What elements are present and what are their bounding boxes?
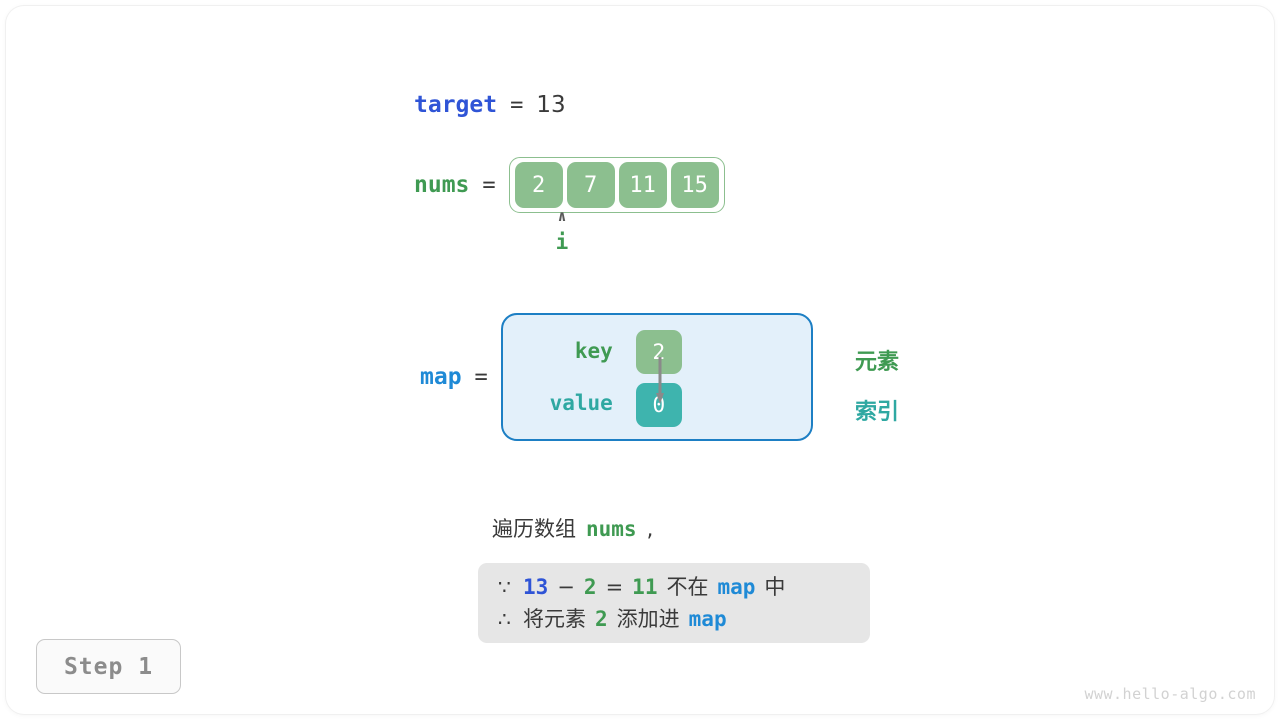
note-map-word: map <box>688 607 727 631</box>
target-row: target = 13 <box>414 92 566 118</box>
step-badge: Step 1 <box>36 639 181 694</box>
description-code-nums: nums <box>586 517 637 541</box>
target-equals-sign: = <box>510 93 524 118</box>
side-label-index: 索引 <box>855 400 900 425</box>
note-minus-sign: − <box>557 575 575 599</box>
caret-up-icon: ∧ <box>557 207 567 225</box>
map-side-labels: 元素 索引 <box>855 338 899 438</box>
map-key-label: key <box>574 339 613 363</box>
step-badge-label: Step 1 <box>63 653 154 680</box>
array-cell: 11 <box>618 162 667 208</box>
array-cell: 15 <box>670 162 719 208</box>
key-to-value-arrow-icon <box>655 357 664 404</box>
description-suffix: , <box>646 517 654 541</box>
pointer-label-i: i <box>555 230 569 254</box>
note-box: ∵ 13 − 2 = 11 不在 map 中 ∴ 将元素 2 添加进 map <box>478 563 870 643</box>
array-cell: 7 <box>566 162 615 208</box>
map-value-label: value <box>549 391 613 415</box>
nums-variable-name: nums <box>414 172 470 198</box>
array-cell: 2 <box>514 162 563 208</box>
side-label-element: 元素 <box>855 350 900 375</box>
map-variable-name: map <box>420 364 462 390</box>
note-current-value: 2 <box>583 575 597 599</box>
nums-row: nums = 2 7 11 15 <box>414 157 725 213</box>
note-not-in-text: 不在 <box>666 575 709 599</box>
note-line-2: ∴ 将元素 2 添加进 map <box>498 603 850 635</box>
nums-array-container: 2 7 11 15 <box>508 157 725 213</box>
note-add-element-text: 将元素 <box>523 607 586 631</box>
note-complement-value: 11 <box>632 575 658 599</box>
note-add-into-text: 添加进 <box>616 607 680 631</box>
note-equals-sign: = <box>605 575 624 599</box>
map-container: key value 2 0 <box>500 313 813 441</box>
note-added-value: 2 <box>595 607 608 631</box>
nums-equals-sign: = <box>482 172 496 198</box>
note-target-value: 13 <box>523 575 549 599</box>
note-map-word: map <box>717 575 756 599</box>
index-pointer: ∧ i <box>548 208 576 256</box>
map-row: map = key value 2 0 <box>420 313 813 441</box>
target-value: 13 <box>536 92 566 118</box>
therefore-symbol: ∴ <box>498 607 511 631</box>
note-line-1: ∵ 13 − 2 = 11 不在 map 中 <box>498 571 850 603</box>
target-variable-name: target <box>414 92 498 118</box>
description-prefix: 遍历数组 <box>492 517 576 541</box>
note-in-text: 中 <box>764 575 786 599</box>
map-equals-sign: = <box>474 364 488 390</box>
description-line: 遍历数组 nums , <box>492 513 653 543</box>
watermark: www.hello-algo.com <box>1084 685 1256 703</box>
map-key-cell: 2 <box>635 330 682 374</box>
because-symbol: ∵ <box>498 575 511 599</box>
